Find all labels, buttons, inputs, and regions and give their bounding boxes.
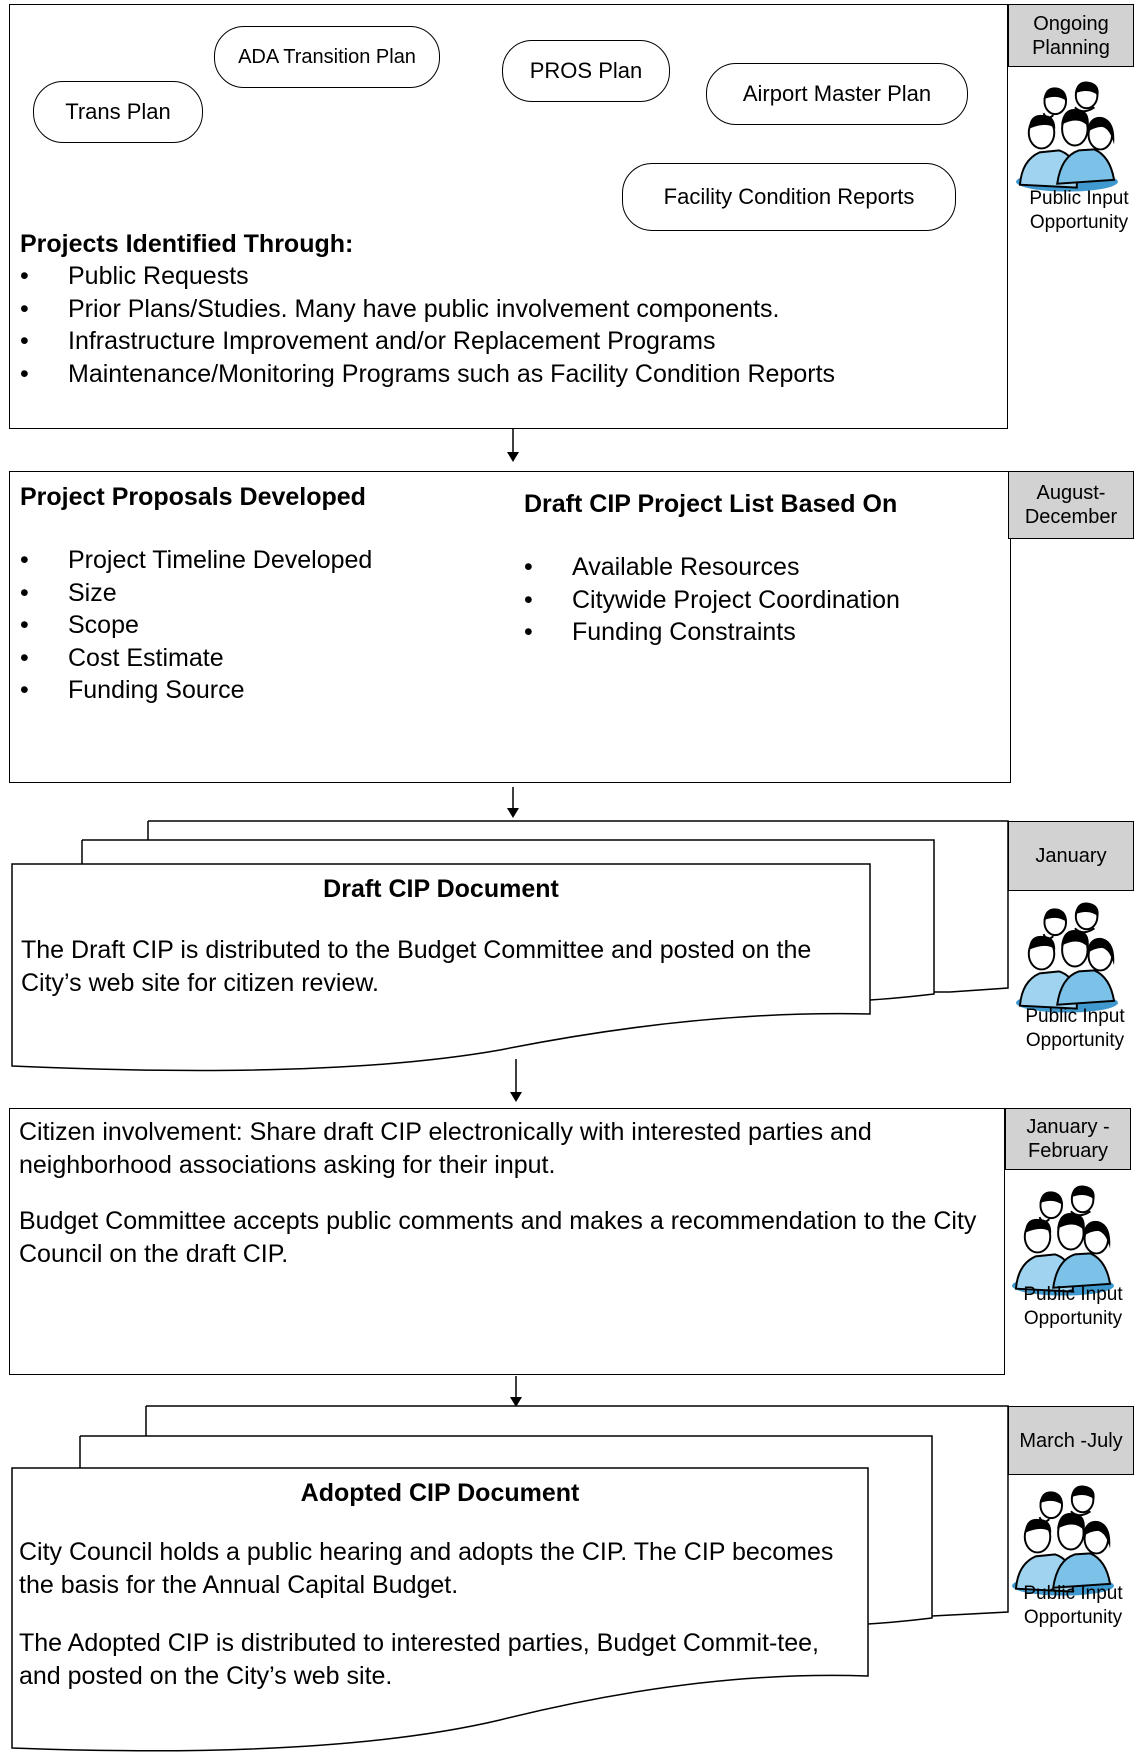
people-group-icon xyxy=(1015,80,1119,193)
plan-facility-condition: Facility Condition Reports xyxy=(622,163,956,231)
budget-committee-text: Budget Committee accepts public comments… xyxy=(19,1207,977,1268)
people-group-icon xyxy=(1011,1184,1115,1297)
list-item: Maintenance/Monitoring Programs such as … xyxy=(18,358,958,391)
list-item: Funding Source xyxy=(18,674,498,707)
proposals-list: Project Timeline Developed Size Scope Co… xyxy=(18,544,498,707)
list-item: Size xyxy=(18,577,498,610)
list-item: Prior Plans/Studies. Many have public in… xyxy=(18,293,958,326)
draft-list: Available Resources Citywide Project Coo… xyxy=(522,551,982,649)
citizen-involvement-text: Citizen involvement: Share draft CIP ele… xyxy=(19,1118,872,1179)
adopted-cip-title: Adopted CIP Document xyxy=(300,1479,580,1507)
list-item: Infrastructure Improvement and/or Replac… xyxy=(18,325,958,358)
list-item: Scope xyxy=(18,609,498,642)
list-item: Citywide Project Coordination xyxy=(522,584,982,617)
plan-airport-master: Airport Master Plan xyxy=(706,63,968,125)
list-item: Public Requests xyxy=(18,260,958,293)
list-item: Funding Constraints xyxy=(522,616,982,649)
august-december-tag: August-December xyxy=(1008,471,1134,539)
adopted-cip-text-1: City Council holds a public hearing and … xyxy=(19,1538,834,1599)
list-item: Available Resources xyxy=(522,551,982,584)
projects-identified-heading: Projects Identified Through: xyxy=(20,230,354,258)
public-input-label: Public Input Opportunity xyxy=(1025,1006,1125,1051)
plan-ada-transition: ADA Transition Plan xyxy=(214,26,440,88)
plan-pros: PROS Plan xyxy=(502,40,670,102)
citizen-involvement-box xyxy=(9,1108,1005,1375)
january-tag: January xyxy=(1008,821,1134,891)
list-item: Cost Estimate xyxy=(18,642,498,675)
projects-identified-list: Public Requests Prior Plans/Studies. Man… xyxy=(18,260,958,390)
public-input-label: Public Input Opportunity xyxy=(1023,1284,1123,1329)
draft-list-heading: Draft CIP Project List Based On xyxy=(524,490,898,518)
january-february-tag: January - February xyxy=(1005,1108,1131,1170)
public-input-label: Public Input Opportunity xyxy=(1023,1583,1123,1628)
proposals-heading: Project Proposals Developed xyxy=(20,483,366,511)
plan-trans-plan: Trans Plan xyxy=(33,81,203,143)
ongoing-planning-tag: Ongoing Planning xyxy=(1008,4,1134,67)
list-item: Project Timeline Developed xyxy=(18,544,498,577)
march-july-tag: March -July xyxy=(1008,1406,1134,1475)
people-group-icon xyxy=(1011,1484,1115,1597)
draft-cip-title: Draft CIP Document xyxy=(323,875,559,903)
people-group-icon xyxy=(1015,901,1119,1014)
draft-cip-text: The Draft CIP is distributed to the Budg… xyxy=(21,936,812,997)
public-input-label: Public Input Opportunity xyxy=(1029,188,1129,233)
adopted-cip-text-2: The Adopted CIP is distributed to intere… xyxy=(19,1629,819,1690)
